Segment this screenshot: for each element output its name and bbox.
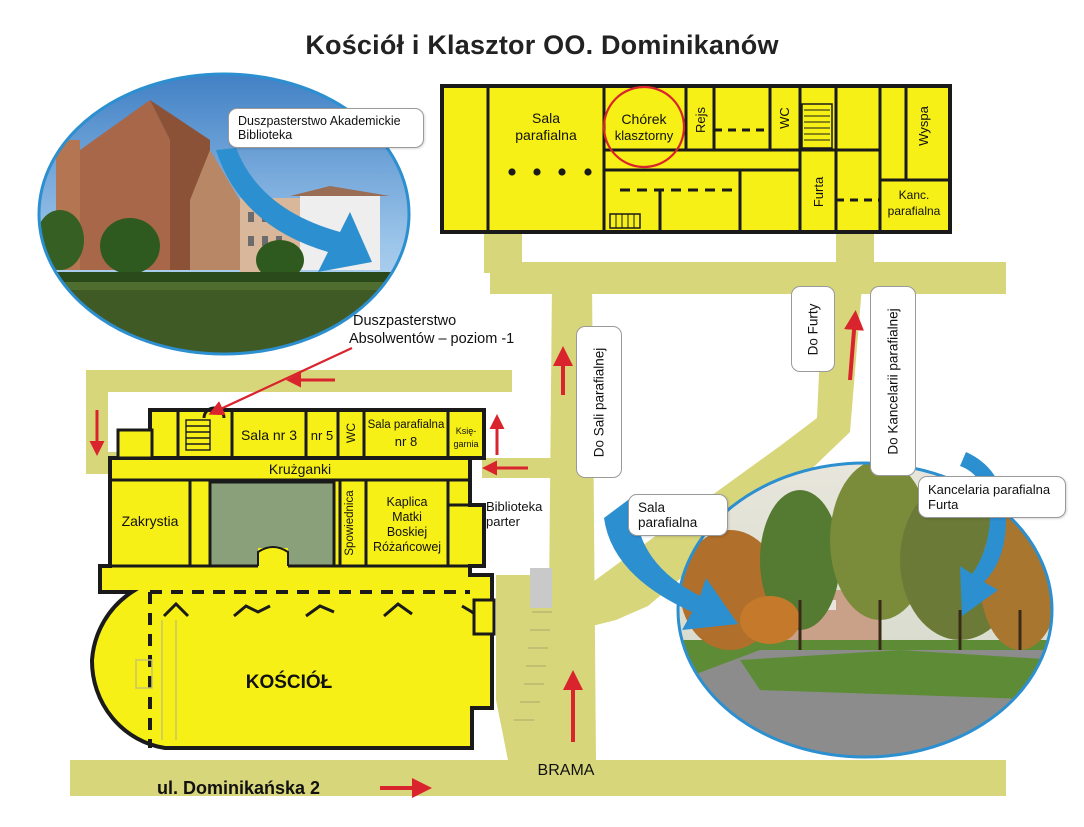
photo-akademickie: [37, 72, 411, 356]
room-rejs: Rejs: [693, 107, 708, 134]
room-ksiegarnia-line2: garnia: [453, 439, 478, 449]
paths: [70, 233, 1006, 796]
red-arrows: [89, 310, 865, 798]
church-label: KOŚCIÓŁ: [246, 671, 333, 693]
room-nr5: nr 5: [311, 428, 333, 443]
red-arrow-icon: [844, 310, 865, 381]
callout-akademickie-line1: Duszpasterstwo Akademickie: [238, 114, 401, 128]
room-sala-parafialna-line1: Sala: [532, 110, 560, 126]
chorek-highlight-circle: [602, 85, 686, 169]
room-zakrystia: Zakrystia: [122, 513, 179, 529]
kaplica-line3: Boskiej: [387, 525, 427, 539]
sign-do-sali-parafialnej: Do Sali parafialnej: [576, 326, 622, 478]
room-kanc-line1: Kanc.: [899, 188, 930, 202]
room-wc-church: WC: [344, 423, 358, 443]
callout-absolwentow-line2: Absolwentów – poziom -1: [349, 331, 515, 347]
callout-sala-parafialna: Sala parafialna: [628, 494, 728, 536]
room-kanc-line2: parafialna: [888, 204, 941, 218]
top-building: Sala parafialna Chórek klasztorny Rejs W…: [440, 84, 952, 234]
room-chorek-line1: Chórek: [621, 111, 667, 127]
sign-do-kancelarii-text: Do Kancelarii parafialnej: [885, 307, 901, 455]
sign-do-kancelarii-parafialnej: Do Kancelarii parafialnej: [870, 286, 916, 476]
callout-duszpasterstwo-akademickie: Duszpasterstwo Akademickie Biblioteka: [228, 108, 424, 148]
room-chorek-line2: klasztorny: [615, 128, 674, 143]
room-sala-nr3: Sala nr 3: [241, 427, 297, 443]
kaplica-line4: Różańcowej: [373, 540, 441, 554]
sign-do-furty-text: Do Furty: [805, 303, 821, 355]
callout-absolwentow-line1: Duszpasterstwo: [353, 313, 457, 329]
entrance-stairs: [514, 611, 552, 721]
room-spowiednica: Spowiednica: [344, 490, 356, 556]
biblioteka-parter-line1: Biblioteka: [486, 499, 543, 514]
kaplica-line1: Kaplica: [387, 495, 428, 509]
sign-do-furty: Do Furty: [791, 286, 835, 372]
sign-do-sali-text: Do Sali parafialnej: [591, 347, 607, 457]
biblioteka-parter-line2: parter: [486, 514, 521, 529]
callout-akademickie-line2: Biblioteka: [238, 128, 293, 142]
callout-duszpasterstwo-absolwentow: Duszpasterstwo Absolwentów – poziom -1: [349, 312, 514, 348]
callout-kancelaria-line2: Furta: [928, 497, 959, 512]
red-arrow-icon: [208, 347, 353, 416]
street-label: ul. Dominikańska 2: [157, 778, 320, 798]
page-title: Kościół i Klasztor OO. Dominikanów: [305, 30, 779, 60]
room-sala8-line1: Sala parafialna: [368, 419, 445, 431]
room-ksiegarnia-line1: Księ-: [456, 426, 477, 436]
callout-kancelaria-line1: Kancelaria parafialna: [928, 482, 1051, 497]
area-kruzganki: Krużganki: [269, 461, 331, 477]
church-complex: Sala nr 3 nr 5 WC Sala parafialna nr 8 K…: [89, 406, 496, 750]
brama-label: BRAMA: [538, 762, 595, 779]
room-sala8-line2: nr 8: [395, 434, 417, 449]
callout-sala-line2: parafialna: [638, 515, 698, 530]
blue-arrow-icon: [216, 148, 372, 272]
callout-kancelaria-furta: Kancelaria parafialna Furta: [918, 476, 1066, 518]
kaplica-line2: Matki: [392, 510, 422, 524]
room-sala-parafialna-line2: parafialna: [515, 127, 577, 143]
room-furta: Furta: [811, 176, 826, 207]
grey-step: [530, 568, 552, 608]
callout-sala-line1: Sala: [638, 500, 666, 515]
room-wc: WC: [777, 107, 792, 129]
room-wyspa: Wyspa: [916, 105, 931, 145]
